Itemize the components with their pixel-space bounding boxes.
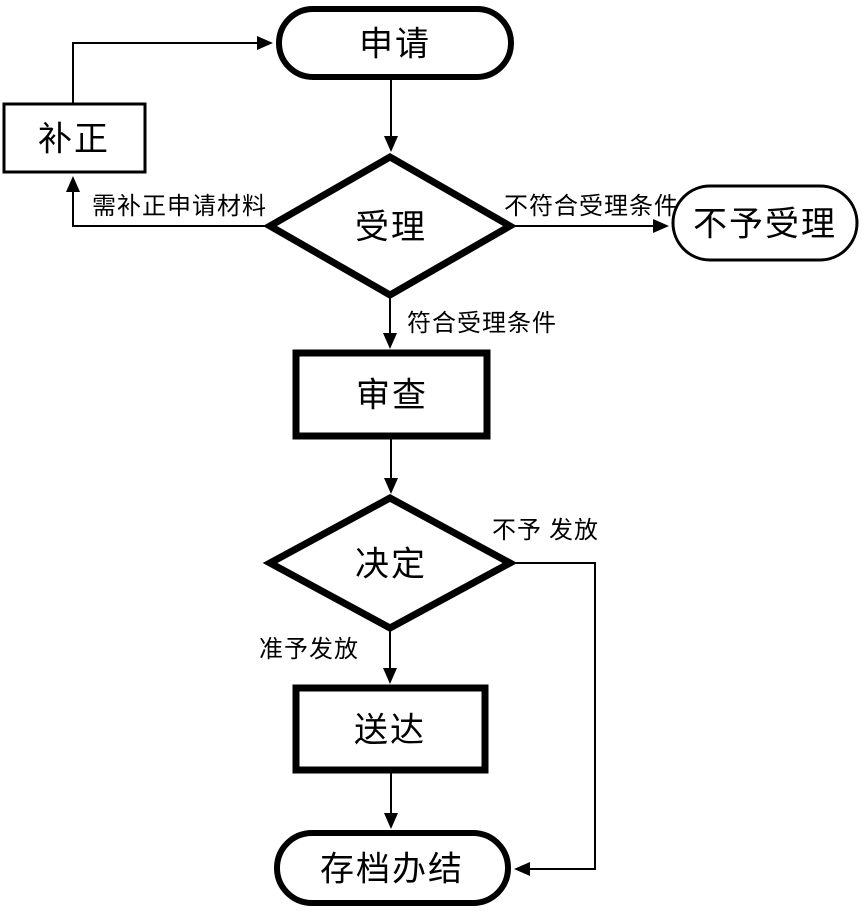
node-apply-shape bbox=[276, 6, 514, 80]
node-decision: 决定 bbox=[262, 494, 518, 632]
edge-label-not-issue: 不予 发放 bbox=[492, 517, 599, 544]
node-not-accepted-shape bbox=[671, 184, 859, 262]
edge-label-approve-issue: 准予发放 bbox=[259, 636, 359, 663]
edge-label-not-meet-conditions: 不符合受理条件 bbox=[504, 193, 679, 220]
node-review: 审查 bbox=[292, 349, 491, 440]
edge-supplement-to-apply bbox=[72, 36, 273, 104]
edge-label-meet-conditions: 符合受理条件 bbox=[407, 310, 557, 337]
node-apply: 申请 bbox=[276, 6, 514, 80]
node-not-accepted: 不予受理 bbox=[671, 184, 859, 262]
node-decision-shape bbox=[262, 494, 518, 632]
node-not-accepted-label: 不予受理 bbox=[693, 206, 837, 244]
node-acceptance-label: 受理 bbox=[355, 209, 427, 247]
node-supplement-shape bbox=[2, 102, 147, 174]
node-supplement-label: 补正 bbox=[38, 121, 110, 159]
edge-acceptance-to-supplement bbox=[66, 176, 270, 227]
node-acceptance-shape bbox=[262, 152, 518, 300]
node-review-shape bbox=[292, 349, 491, 440]
node-apply-label: 申请 bbox=[359, 26, 431, 64]
node-archive-label: 存档办结 bbox=[320, 851, 464, 889]
edge-decision-to-archive bbox=[511, 562, 596, 876]
node-supplement: 补正 bbox=[2, 102, 147, 174]
node-archive: 存档办结 bbox=[274, 830, 511, 906]
node-delivery-shape bbox=[292, 684, 489, 774]
node-archive-shape bbox=[274, 830, 511, 906]
node-delivery-label: 送达 bbox=[354, 712, 426, 750]
node-acceptance: 受理 bbox=[262, 152, 518, 300]
edge-label-need-supplement: 需补正申请材料 bbox=[92, 193, 267, 220]
node-review-label: 审查 bbox=[356, 377, 428, 415]
node-delivery: 送达 bbox=[292, 684, 489, 774]
node-decision-label: 决定 bbox=[355, 546, 427, 584]
